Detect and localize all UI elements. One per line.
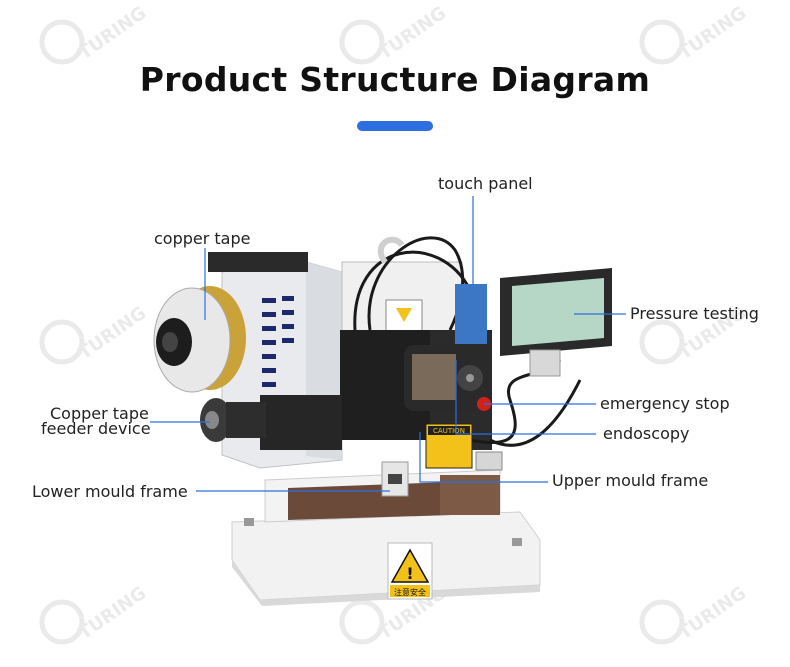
warning-plate: ! 注意安全: [387, 542, 433, 600]
lifting-hook: [377, 236, 405, 264]
title-accent-bar: [357, 121, 433, 131]
label-upper-mould-frame: Upper mould frame: [552, 471, 709, 490]
feeder-roller: [200, 398, 266, 442]
label-endoscopy: endoscopy: [603, 424, 690, 443]
svg-text:TURING: TURING: [75, 3, 150, 65]
label-copper-tape-feeder-line1: Copper tape: [50, 404, 149, 423]
label-copper-tape: copper tape: [154, 229, 251, 248]
turing-logo-watermark-icon: TURING: [39, 3, 150, 65]
lower-mould: [264, 461, 501, 523]
upper-mould-block: [475, 451, 503, 471]
caution-sticker-icon: CAUTION: [425, 423, 473, 469]
endoscope-device: [404, 345, 490, 411]
turing-logo-watermark-icon: TURING: [39, 583, 150, 645]
label-emergency-stop: emergency stop: [600, 394, 730, 413]
svg-text:TURING: TURING: [375, 3, 450, 65]
leader-upper-mould: [419, 432, 548, 483]
svg-text:CAUTION: CAUTION: [433, 427, 465, 435]
label-touch-panel: touch panel: [438, 174, 533, 193]
turing-logo-watermark-icon: TURING: [339, 3, 450, 65]
warning-plate-text: 注意安全: [394, 587, 426, 597]
leader-lines: [150, 196, 626, 492]
label-copper-tape-feeder-line2: feeder device: [41, 419, 151, 438]
pressure-monitor: [500, 268, 612, 377]
svg-text:TURING: TURING: [75, 303, 150, 365]
svg-text:TURING: TURING: [75, 583, 150, 645]
label-lower-mould-frame: Lower mould frame: [32, 482, 188, 501]
svg-text:!: !: [406, 564, 413, 583]
leader-endoscopy: [455, 360, 596, 435]
side-unit: [455, 284, 487, 344]
copper-tape-spool: [153, 286, 246, 393]
turing-logo-watermark-icon: TURING: [639, 3, 750, 65]
turing-logo-watermark-icon: TURING: [39, 303, 150, 365]
page-title: Product Structure Diagram: [139, 60, 651, 99]
svg-text:TURING: TURING: [675, 583, 750, 645]
warning-triangle-icon: [390, 548, 430, 583]
machine-base: [231, 511, 541, 606]
label-pressure-testing: Pressure testing: [630, 304, 759, 323]
turing-logo-watermark-icon: TURING: [639, 583, 750, 645]
svg-text:TURING: TURING: [675, 3, 750, 65]
